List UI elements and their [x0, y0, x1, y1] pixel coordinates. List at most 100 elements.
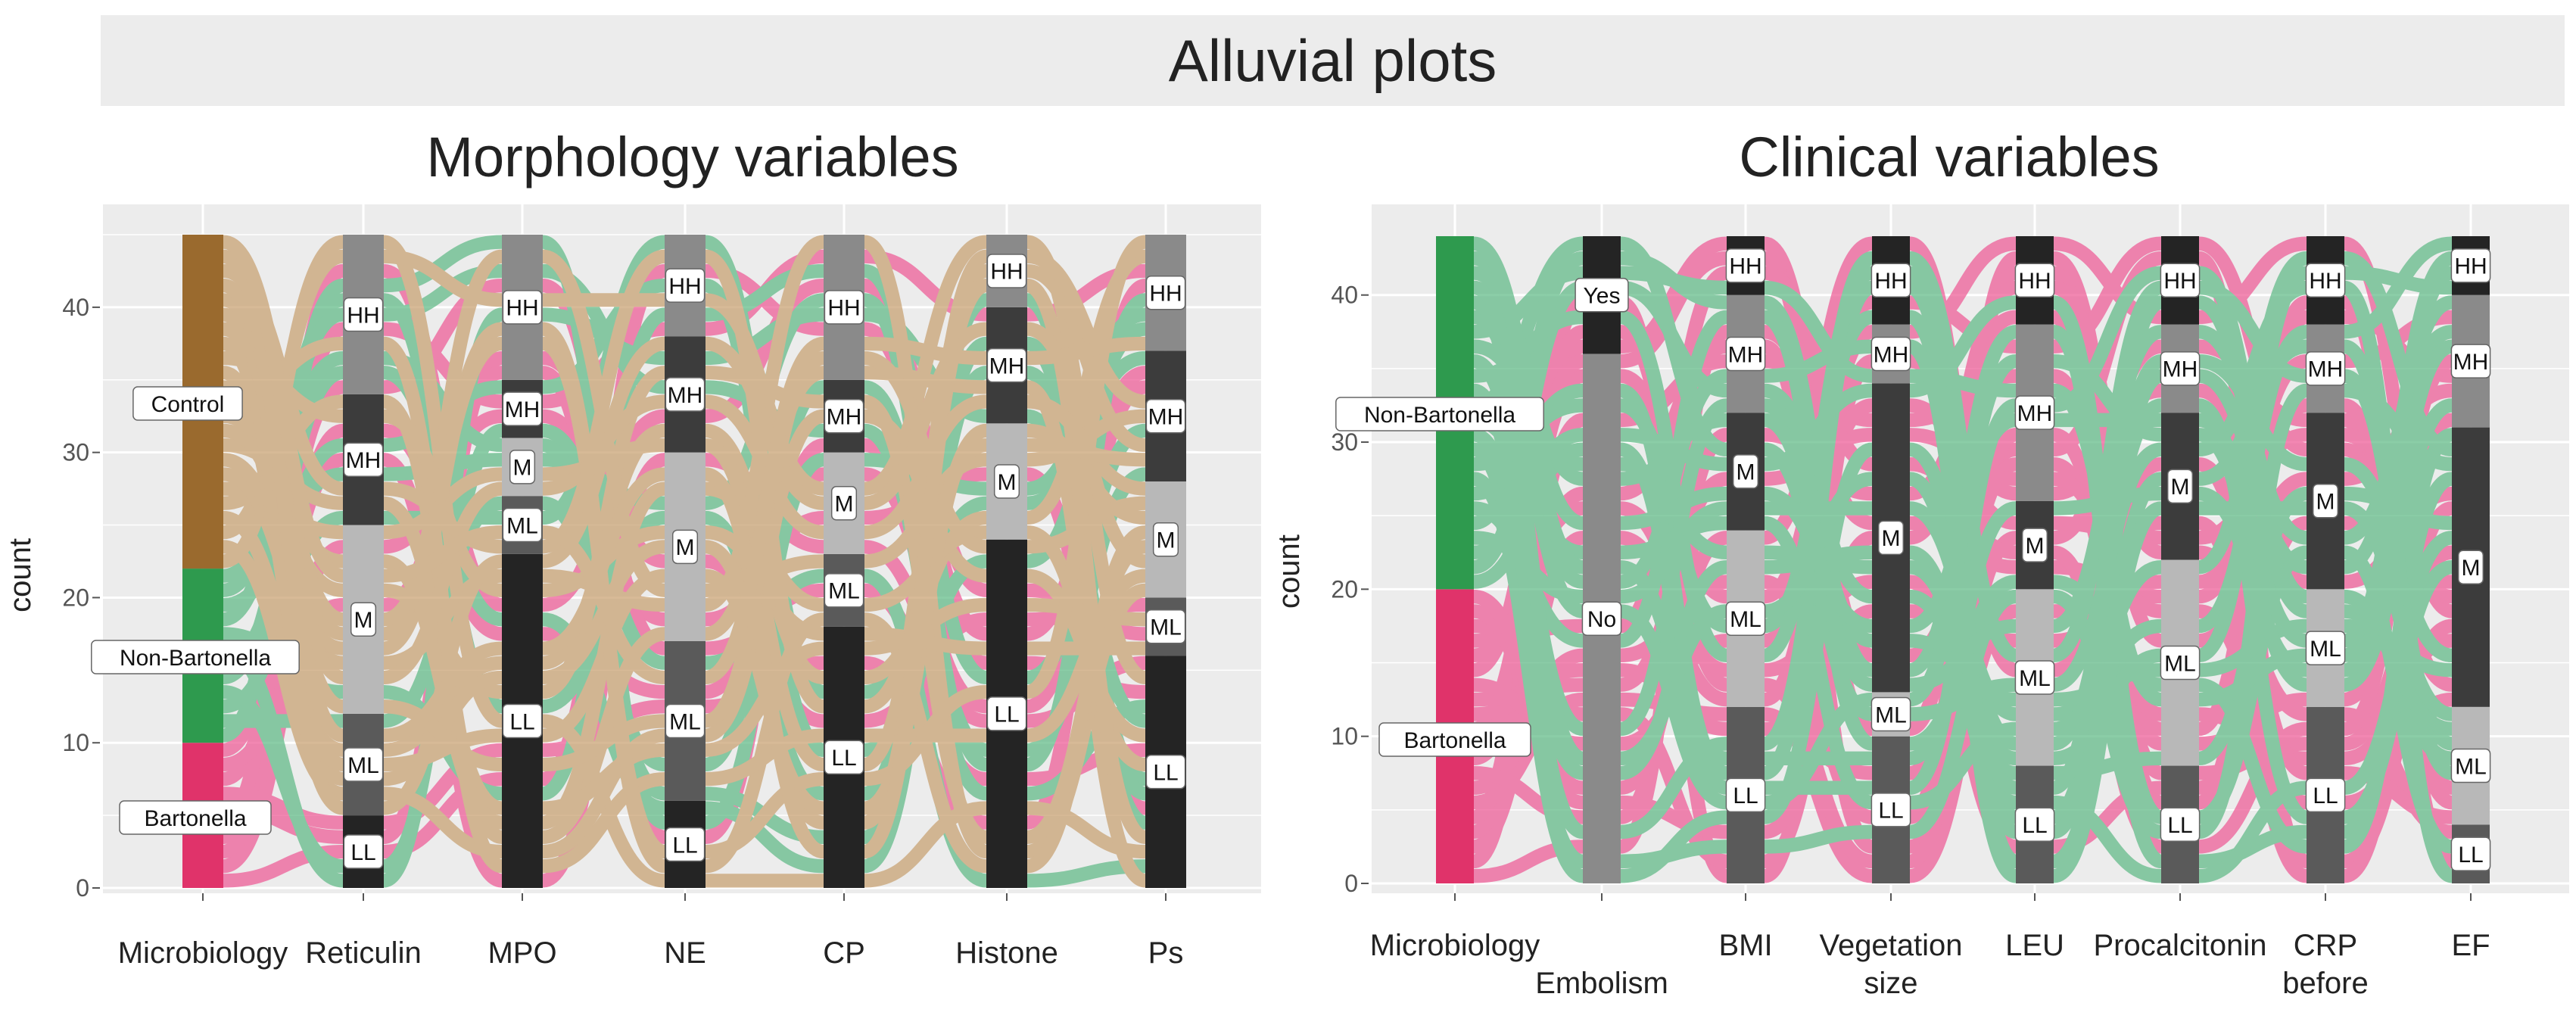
stratum-label-ml-box — [1725, 601, 1766, 636]
stratum-label-mh: MH — [1728, 342, 1764, 367]
stratum-label-hh-box — [502, 290, 543, 325]
x-axis-label-bmi: BMI — [1718, 929, 1772, 962]
stratum-label-hh-box — [2305, 263, 2346, 298]
stratum-label-mh-box — [1725, 336, 1766, 372]
flow-thread-control — [222, 249, 1147, 757]
flow-thread-control — [222, 235, 1146, 685]
stratum-label-ll-box — [2450, 836, 2491, 871]
stratum-label-no: No — [1587, 607, 1616, 632]
stratum-label-mh-box — [1870, 336, 1911, 372]
flow-thread-control — [222, 409, 1147, 859]
stratum-label-m-box — [2457, 550, 2484, 584]
stratum-label-hh: HH — [827, 296, 860, 321]
x-axis-label-histone: Histone — [955, 936, 1058, 970]
stratum-label-ll: LL — [2022, 813, 2047, 838]
stratum-label-mh-box — [665, 377, 706, 412]
flow-thread-control — [221, 279, 1146, 685]
stratum-label-ll-box — [665, 827, 706, 862]
stratum-label-ll: LL — [1733, 783, 1758, 808]
stratum-label-mh: MH — [2453, 350, 2489, 375]
y-tick-label: 20 — [1331, 575, 1358, 603]
stratum-label-mh-box — [2450, 344, 2491, 378]
stratum-label-non-bartonella-box — [1335, 397, 1544, 431]
stratum-label-ml-box — [2450, 748, 2491, 783]
stratum-label-mh-box — [824, 398, 864, 434]
stratum-label-ml: ML — [2164, 651, 2196, 676]
stratum-label-m: M — [2026, 534, 2045, 559]
stratum-label-mh-box — [1145, 398, 1186, 434]
stratum-label-m: M — [2171, 475, 2190, 500]
stratum-label-m-box — [1732, 454, 1759, 489]
stratum-label-m: M — [835, 492, 854, 517]
stratum-label-ml: ML — [828, 579, 860, 604]
stratum-label-m-box — [509, 450, 536, 484]
stratum-label-m-box — [993, 464, 1020, 499]
stratum-label-hh: HH — [1729, 254, 1761, 279]
flow-thread-bartonella — [223, 263, 1147, 888]
stratum-label-hh-box — [1725, 248, 1766, 283]
x-axis-label-ef: EF — [2451, 929, 2490, 962]
flow-thread-non-bartonella — [1472, 266, 2453, 692]
stratum-label-hh-box — [1145, 275, 1186, 310]
stratum-label-mh: MH — [505, 397, 540, 422]
stratum-label-ll: LL — [1878, 799, 1903, 824]
stratum-label-mh: MH — [346, 448, 382, 473]
stratum-label-ll-box — [1870, 793, 1911, 827]
stratum-label-mh-box — [2305, 351, 2346, 386]
stratum-label-hh-box — [2014, 263, 2055, 298]
y-axis-label: count — [4, 538, 37, 612]
x-axis-label-reticulin: Reticulin — [305, 936, 421, 970]
stratum-label-hh-box — [343, 297, 384, 332]
stratum-label-ll: LL — [672, 833, 697, 858]
stratum-label-non-bartonella: Non-Bartonella — [1364, 403, 1515, 428]
stratum-label-ml: ML — [1150, 615, 1182, 640]
flow-thread-control — [221, 366, 1146, 815]
figure-banner: Alluvial plots — [101, 15, 2565, 106]
y-tick-label: 30 — [1331, 428, 1358, 456]
stratum-label-mh: MH — [2163, 357, 2198, 382]
flow-thread-non-bartonella — [222, 263, 1146, 801]
y-tick-label: 10 — [62, 729, 89, 756]
stratum-label-ll-box — [1145, 754, 1186, 790]
stratum-label-ll-box — [2014, 807, 2055, 843]
stratum-label-mh-box — [986, 347, 1027, 383]
flow-thread-non-bartonella — [222, 307, 1147, 888]
stratum-label-m-box — [2021, 528, 2048, 562]
stratum-label-ml: ML — [1875, 702, 1907, 727]
stratum-label-ml: ML — [2310, 637, 2341, 662]
stratum-label-ml-box — [2014, 660, 2055, 695]
stratum-label-ml-box — [2305, 631, 2346, 665]
stratum-label-m-box — [2166, 469, 2194, 504]
stratum-label-bartonella-box — [119, 800, 272, 835]
stratum-label-control-box — [132, 386, 243, 421]
y-tick-label: 40 — [62, 294, 89, 321]
stratum-label-mh-box — [502, 391, 543, 426]
stratum-label-ll: LL — [831, 746, 856, 771]
stratum-label-hh: HH — [990, 260, 1023, 285]
stratum-label-hh: HH — [2309, 269, 2341, 294]
stratum-label-ll-box — [502, 703, 543, 739]
stratum-label-ll-box — [343, 834, 384, 869]
stratum-label-hh-box — [1870, 263, 1911, 298]
panel-title-clinical: Clinical variables — [1739, 126, 2160, 188]
stratum-label-ll: LL — [994, 702, 1019, 727]
x-axis-label-leu: LEU — [2005, 929, 2064, 962]
flow-thread-control — [221, 322, 1147, 815]
stratum-label-m-box — [2312, 484, 2339, 519]
y-tick-label: 40 — [1331, 282, 1358, 309]
stratum-label-hh: HH — [1149, 282, 1182, 307]
flow-thread-control — [223, 438, 1146, 815]
stratum-label-mh: MH — [2017, 401, 2053, 426]
stratum-label-bartonella: Bartonella — [144, 806, 246, 831]
